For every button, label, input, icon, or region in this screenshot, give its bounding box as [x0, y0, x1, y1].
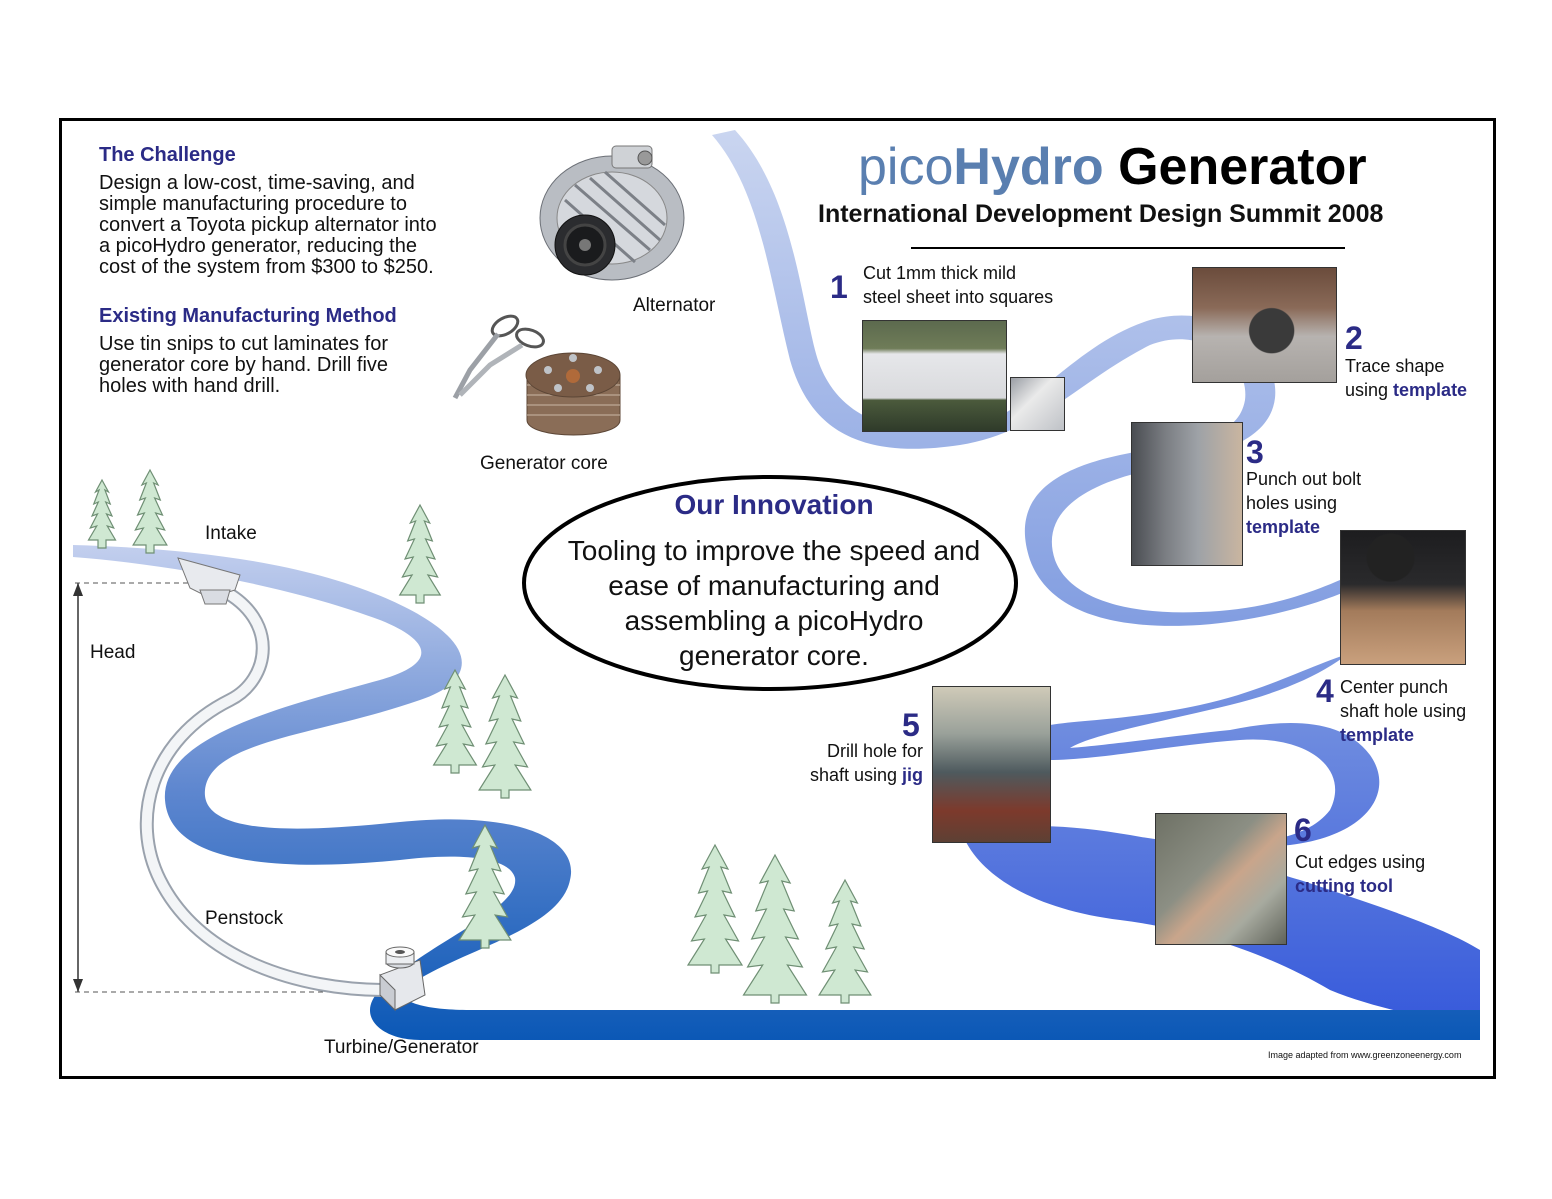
step2-text: Trace shape using template — [1345, 354, 1467, 402]
step3-number: 3 — [1246, 434, 1264, 470]
innovation-line: Tooling to improve the speed and — [567, 535, 981, 566]
innovation-ellipse — [522, 475, 1018, 691]
step3-line: holes using — [1246, 493, 1338, 513]
step1-number: 1 — [830, 269, 848, 305]
step5-photo — [932, 686, 1051, 843]
step4-line: Center punch — [1340, 677, 1449, 697]
challenge-line: cost of the system from $300 to $250. — [99, 256, 434, 278]
river-left — [73, 545, 1480, 1040]
step1-sheet-photo — [1010, 377, 1065, 431]
step5-number: 5 — [902, 707, 920, 743]
step5-keyword: jig — [902, 765, 923, 785]
step3-keyword: template — [1246, 517, 1321, 537]
step5-line: shaft using — [809, 765, 902, 785]
step2-number: 2 — [1345, 320, 1363, 356]
innovation-line: ease of manufacturing and — [608, 570, 940, 601]
title-pico: pico — [858, 138, 954, 196]
step6-keyword: cutting tool — [1295, 876, 1393, 896]
penstock-label: Penstock — [205, 908, 284, 929]
step6-line: Cut edges using — [1295, 852, 1426, 872]
step4-number: 4 — [1316, 673, 1334, 709]
innovation-text: Tooling to improve the speed and ease of… — [524, 533, 1024, 673]
step4-text: Center punch shaft hole using template — [1340, 675, 1466, 747]
river-right — [712, 130, 1480, 1035]
existing-line: Use tin snips to cut laminates for — [99, 333, 389, 355]
challenge-line: simple manufacturing procedure to — [99, 193, 407, 215]
challenge-heading: The Challenge — [99, 144, 236, 166]
pine-tree — [742, 853, 808, 1004]
step1-photo — [862, 320, 1007, 432]
step3-photo — [1131, 422, 1243, 566]
pine-tree — [398, 503, 442, 604]
step4-keyword: template — [1340, 725, 1415, 745]
existing-line: generator core by hand. Drill five — [99, 354, 389, 376]
image-credit: Image adapted from www.greenzoneenergy.c… — [1268, 1050, 1462, 1060]
step5-line: Drill hole for — [826, 741, 923, 761]
step4-line: shaft hole using — [1340, 701, 1467, 721]
tin-snips-image — [452, 314, 545, 400]
innovation-line: assembling a picoHydro — [624, 605, 924, 636]
challenge-line: Design a low-cost, time-saving, and — [99, 172, 415, 194]
pine-tree — [87, 478, 117, 549]
generator-core-image — [525, 352, 621, 436]
generator-core-label: Generator core — [480, 453, 608, 474]
intake-label: Intake — [205, 523, 257, 544]
step6-text: Cut edges using cutting tool — [1295, 850, 1425, 898]
alternator-label: Alternator — [633, 295, 716, 316]
step5-text: Drill hole for shaft using jig — [760, 739, 923, 787]
existing-line: holes with hand drill. — [99, 375, 281, 397]
step6-photo — [1155, 813, 1287, 945]
pine-tree — [432, 668, 478, 774]
pine-tree — [818, 878, 872, 1004]
title-rest: Generator — [1103, 138, 1367, 196]
existing-heading: Existing Manufacturing Method — [99, 305, 397, 327]
step1-line: Cut 1mm thick mild — [863, 263, 1017, 283]
step2-line: Trace shape — [1345, 356, 1445, 376]
challenge-line: convert a Toyota pickup alternator into — [99, 214, 437, 236]
pine-tree — [478, 673, 532, 799]
poster-subtitle: International Development Design Summit … — [818, 200, 1384, 228]
pine-tree — [458, 823, 512, 949]
innovation-line: generator core. — [679, 640, 869, 671]
turbine-label: Turbine/Generator — [324, 1037, 479, 1058]
step4-photo — [1340, 530, 1466, 665]
poster-title: picoHydro Generator — [858, 137, 1367, 197]
head-label: Head — [90, 642, 136, 663]
challenge-line: a picoHydro generator, reducing the — [99, 235, 417, 257]
step6-number: 6 — [1294, 812, 1312, 848]
step2-keyword: template — [1393, 380, 1468, 400]
challenge-text: Design a low-cost, time-saving, and simp… — [99, 173, 437, 278]
existing-text: Use tin snips to cut laminates for gener… — [99, 334, 388, 397]
step1-line: steel sheet into squares — [863, 287, 1054, 307]
pine-tree — [132, 468, 168, 554]
step2-line: using — [1345, 380, 1394, 400]
turbine-box — [379, 946, 426, 1012]
step3-text: Punch out bolt holes using template — [1246, 467, 1361, 539]
step1-text: Cut 1mm thick mild steel sheet into squa… — [863, 261, 1053, 309]
title-divider — [911, 247, 1345, 249]
title-hydro: Hydro — [953, 138, 1104, 196]
pine-tree — [686, 843, 744, 974]
intake-structure — [177, 557, 241, 605]
alternator-image — [539, 145, 685, 281]
step2-photo — [1192, 267, 1337, 383]
innovation-heading: Our Innovation — [674, 489, 874, 520]
step3-line: Punch out bolt — [1246, 469, 1362, 489]
